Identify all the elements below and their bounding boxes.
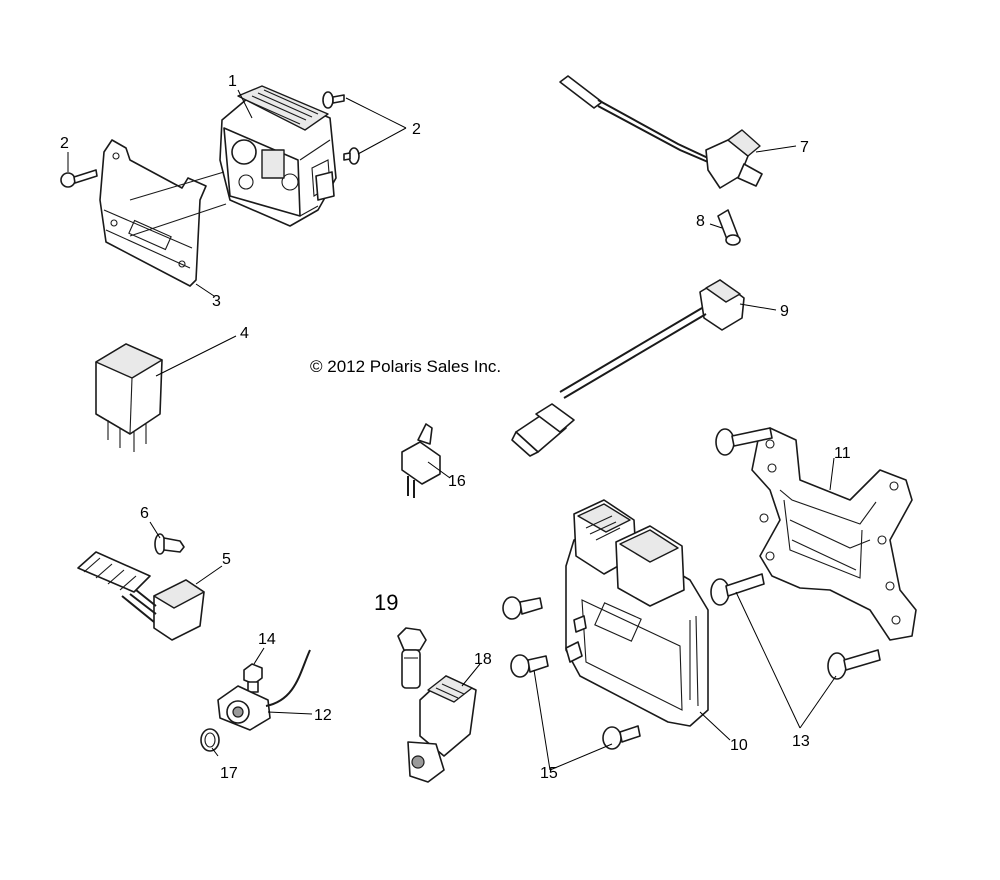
part-18-sensor — [407, 675, 477, 783]
part-7-sensor — [559, 75, 763, 189]
callout-11: 11 — [834, 445, 851, 462]
part-6-push-pin — [154, 533, 185, 555]
callout-6: 6 — [140, 505, 149, 522]
part-4-relay — [95, 343, 163, 452]
callout-17: 17 — [220, 765, 238, 782]
callout-8: 8 — [696, 213, 705, 230]
part-13-bolt-top — [715, 427, 773, 456]
part-13-bolt-bottom — [827, 649, 881, 680]
part-11-mounting-plate — [751, 427, 917, 641]
callout-14: 14 — [258, 631, 276, 648]
part-2-screw-bottom — [343, 147, 360, 165]
callout-9: 9 — [780, 303, 789, 320]
part-5-connector-harness — [77, 551, 205, 641]
callout-2-left: 2 — [60, 135, 69, 152]
callout-18: 18 — [474, 651, 492, 668]
callout-19: 19 — [374, 590, 398, 615]
part-14-bolt — [243, 663, 263, 693]
callout-7: 7 — [800, 139, 809, 156]
leader-lines — [67, 89, 837, 771]
callout-15: 15 — [540, 765, 558, 782]
callouts: 1 2 2 3 4 5 6 7 8 9 10 11 12 13 14 15 16… — [60, 73, 851, 782]
copyright-notice: © 2012 Polaris Sales Inc. — [310, 357, 501, 376]
part-13-bolt-middle — [710, 573, 765, 606]
part-16-switch — [401, 423, 441, 498]
part-2-screw-top — [322, 91, 345, 109]
callout-13: 13 — [792, 733, 810, 750]
part-17-o-ring — [200, 728, 220, 752]
callout-5: 5 — [222, 551, 231, 568]
callout-4: 4 — [240, 325, 249, 342]
callout-12: 12 — [314, 707, 332, 724]
part-15-bolt-top — [502, 596, 543, 620]
part-8-bolt — [717, 209, 741, 246]
part-12-sensor — [217, 649, 311, 731]
callout-10: 10 — [730, 737, 748, 754]
part-15-bolt-bottom — [602, 725, 641, 750]
part-10-ecu — [565, 499, 709, 727]
part-15-bolt-middle — [510, 654, 549, 678]
part-1-module-housing — [219, 85, 337, 227]
part-3-mounting-bracket — [99, 139, 227, 287]
callout-16: 16 — [448, 473, 466, 490]
callout-2-right: 2 — [412, 121, 421, 138]
part-2-screw-left — [60, 169, 98, 188]
part-19-bolt — [397, 627, 427, 689]
part-9-sensor — [511, 279, 745, 457]
callout-3: 3 — [212, 293, 221, 310]
callout-1: 1 — [228, 73, 237, 90]
